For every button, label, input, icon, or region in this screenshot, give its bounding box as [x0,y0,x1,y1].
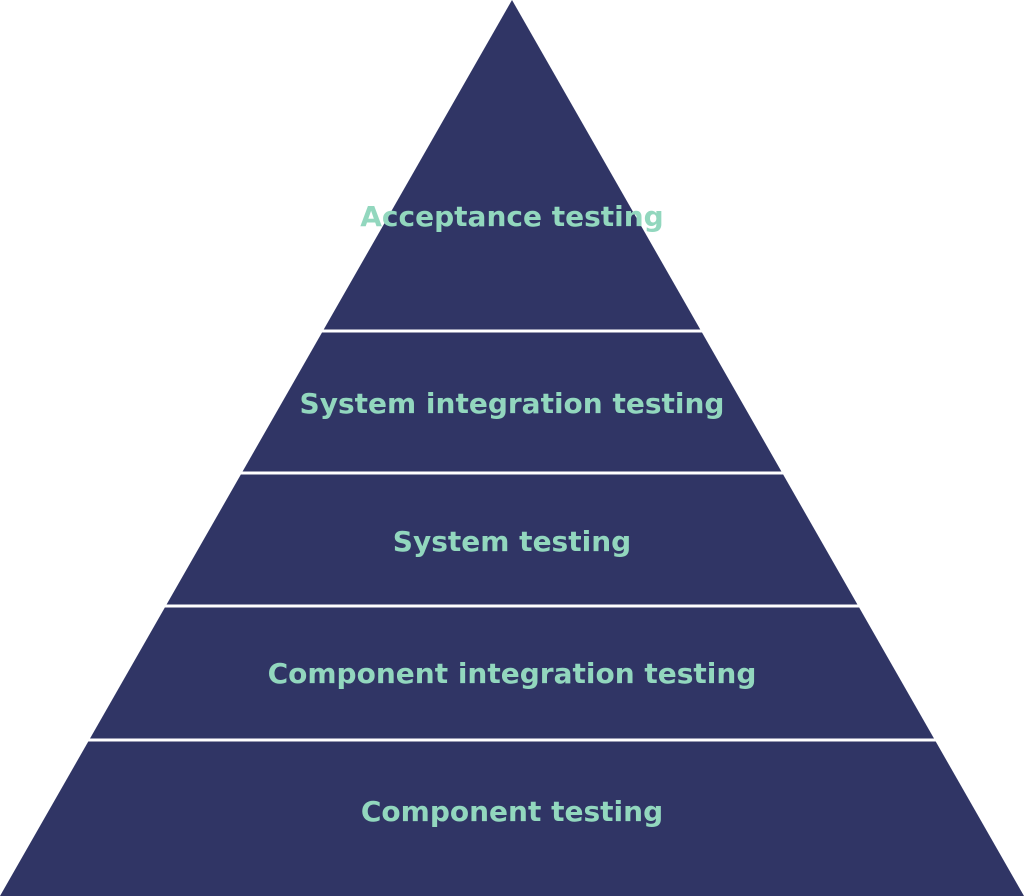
tier-acceptance-testing [323,0,701,330]
label-component-testing: Component testing [361,795,663,828]
tier-system-testing [166,474,858,605]
label-system-testing: System testing [393,525,631,558]
tier-component-testing [0,741,1024,896]
tier-component-integration-testing [90,607,934,739]
label-component-integration-testing: Component integration testing [268,657,757,690]
tier-system-integration-testing [242,332,782,472]
label-system-integration-testing: System integration testing [300,387,725,420]
pyramid-labels: Acceptance testing System integration te… [268,200,757,828]
label-acceptance-testing: Acceptance testing [360,200,663,233]
